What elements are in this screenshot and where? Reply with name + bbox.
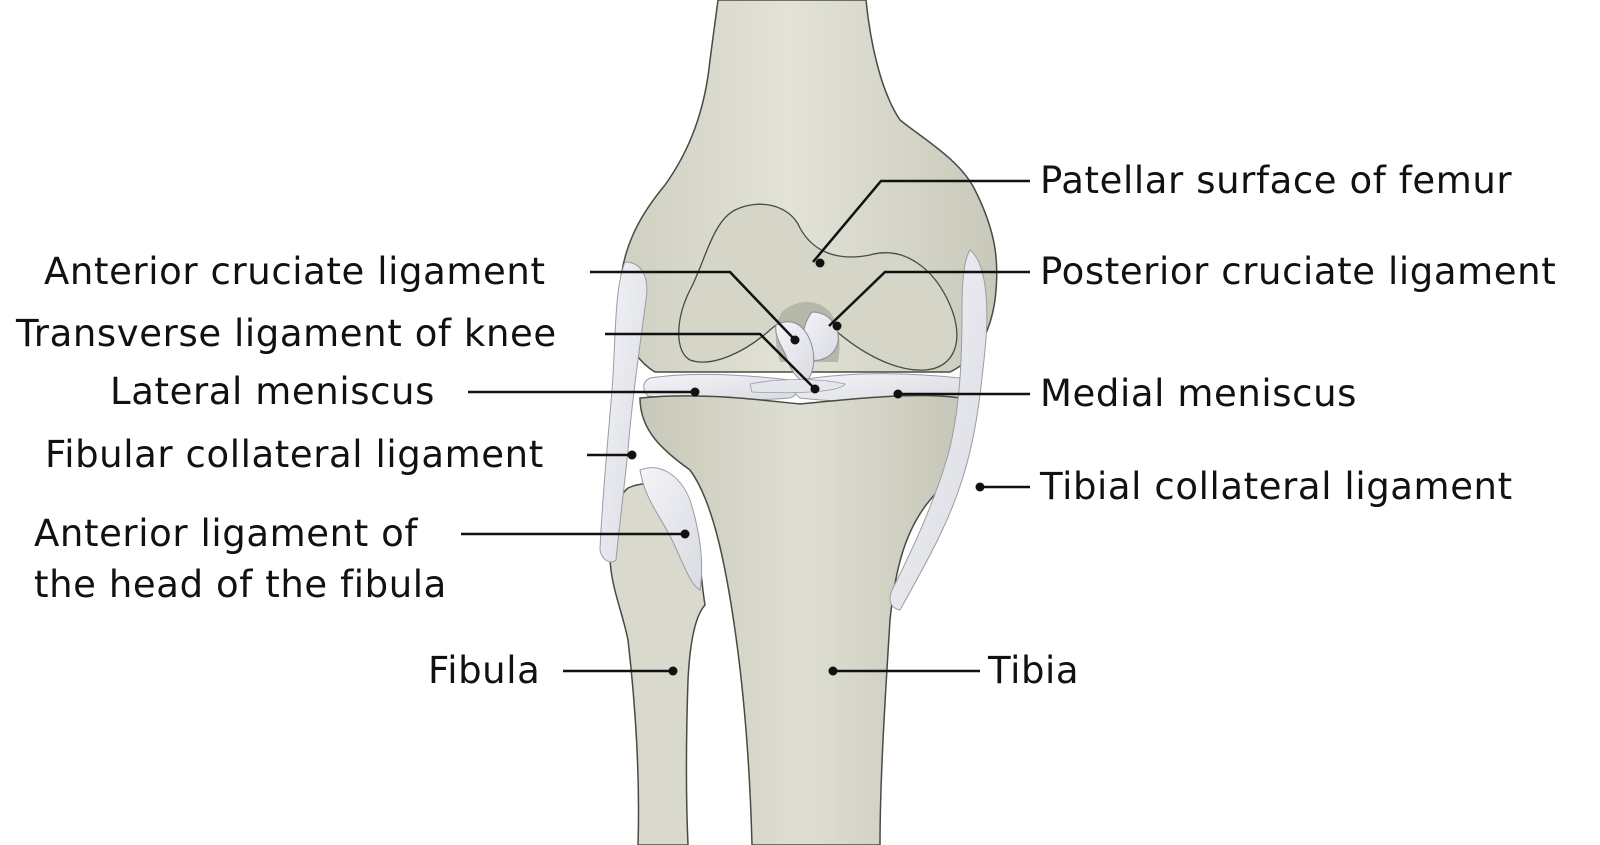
- leader-posterior-cruciate: [828, 270, 1030, 327]
- lateral-meniscus: [643, 373, 798, 401]
- leader-dots: [627, 258, 985, 676]
- label-lateral-meniscus: Lateral meniscus: [110, 370, 435, 413]
- dot-transverse-ligament: [810, 384, 820, 394]
- tibia: [639, 394, 966, 845]
- tibial-collateral-ligament: [889, 249, 988, 611]
- dot-tibia: [828, 666, 838, 676]
- leader-lines-left: [461, 270, 816, 673]
- label-medial-meniscus: Medial meniscus: [1040, 372, 1358, 415]
- label-transverse-ligament: Transverse ligament of knee: [16, 312, 557, 355]
- label-posterior-cruciate: Posterior cruciate ligament: [1040, 250, 1557, 293]
- dot-tibial-collateral: [975, 482, 985, 492]
- dot-medial-meniscus: [893, 389, 903, 399]
- label-anterior-ligament-fibula-line1: Anterior ligament of: [34, 512, 419, 555]
- transverse-ligament: [749, 379, 846, 394]
- dot-patellar-surface: [815, 258, 825, 268]
- label-tibial-collateral: Tibial collateral ligament: [1040, 465, 1513, 508]
- label-fibular-collateral: Fibular collateral ligament: [45, 433, 544, 476]
- leader-lines-right: [812, 179, 1030, 673]
- dot-anterior-cruciate: [790, 335, 800, 345]
- leader-anterior-cruciate: [590, 270, 796, 341]
- dot-posterior-cruciate: [832, 321, 842, 331]
- anterior-ligament-head-fibula: [639, 467, 703, 591]
- leader-transverse-ligament: [605, 332, 816, 390]
- fibular-collateral-ligament: [599, 261, 648, 563]
- dot-fibula: [668, 666, 678, 676]
- leader-patellar-surface: [812, 179, 1030, 263]
- label-anterior-ligament-fibula: Anterior ligament of the head of the fib…: [34, 508, 474, 610]
- label-anterior-cruciate: Anterior cruciate ligament: [44, 250, 546, 293]
- dot-lateral-meniscus: [690, 387, 700, 397]
- dot-anterior-ligament-fibula: [680, 529, 690, 539]
- label-patellar-surface: Patellar surface of femur: [1040, 159, 1513, 202]
- dot-fibular-collateral: [627, 450, 637, 460]
- label-fibula: Fibula: [428, 649, 541, 692]
- label-anterior-ligament-fibula-line2: the head of the fibula: [34, 563, 447, 606]
- label-tibia: Tibia: [988, 649, 1080, 692]
